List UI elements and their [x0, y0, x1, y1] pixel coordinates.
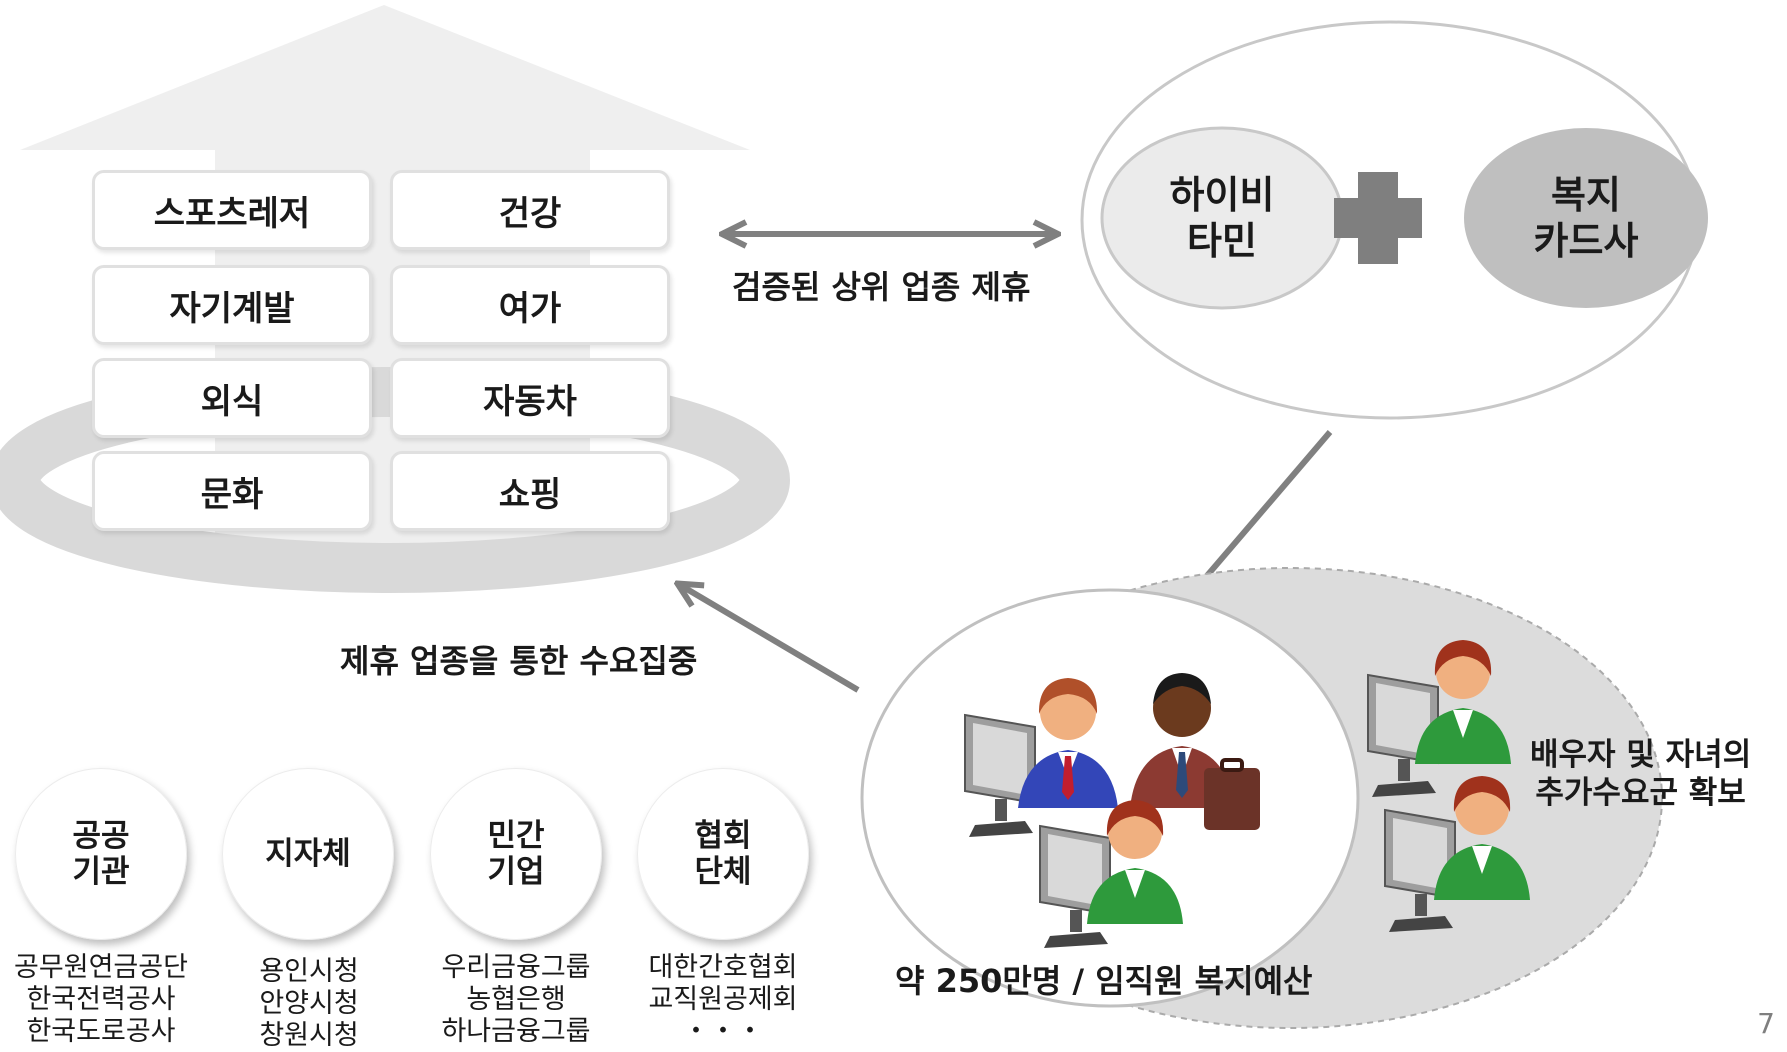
- employees-label: 약 250만명 / 임직원 복지예산: [895, 962, 1313, 1000]
- partner-right-text: 복지 카드사: [1533, 173, 1639, 263]
- family-label: 배우자 및 자녀의 추가수요군 확보: [1530, 737, 1752, 811]
- plus-icon: [1334, 172, 1422, 264]
- demand-label: 제휴 업종을 통한 수요집중: [340, 642, 698, 680]
- partner-right-oval: [1464, 128, 1708, 308]
- page-number: 7: [1757, 1007, 1775, 1040]
- org-circle-local-gov: 지자체: [222, 768, 394, 940]
- org-circle-private: 민간 기업: [430, 768, 602, 940]
- org-list-local-gov: 용인시청 안양시청 창원시청: [259, 956, 359, 1051]
- org-list-private: 우리금융그룹 농협은행 하나금융그룹: [441, 952, 591, 1047]
- category-box: 문화: [92, 451, 372, 531]
- org-circle-public: 공공 기관: [15, 768, 187, 940]
- org-circle-association: 협회 단체: [637, 768, 809, 940]
- arrow-up-left: [680, 585, 860, 693]
- businessman-briefcase-icon: [1130, 673, 1260, 830]
- category-box: 쇼핑: [390, 451, 670, 531]
- category-box: 여가: [390, 265, 670, 345]
- verified-partnership-label: 검증된 상위 업종 제휴: [732, 268, 1031, 306]
- org-list-association: 대한간호협회 교직원공제회 ・・・: [648, 952, 798, 1047]
- org-list-public: 공무원연금공단 한국전력공사 한국도로공사: [14, 952, 188, 1047]
- employee-blue-person: [1018, 678, 1118, 808]
- category-box: 스포츠레저: [92, 170, 372, 250]
- category-box: 외식: [92, 358, 372, 438]
- category-box: 자기계발: [92, 265, 372, 345]
- category-box: 자동차: [390, 358, 670, 438]
- category-box: 건강: [390, 170, 670, 250]
- partner-left-text: 하이비 타민: [1169, 173, 1275, 263]
